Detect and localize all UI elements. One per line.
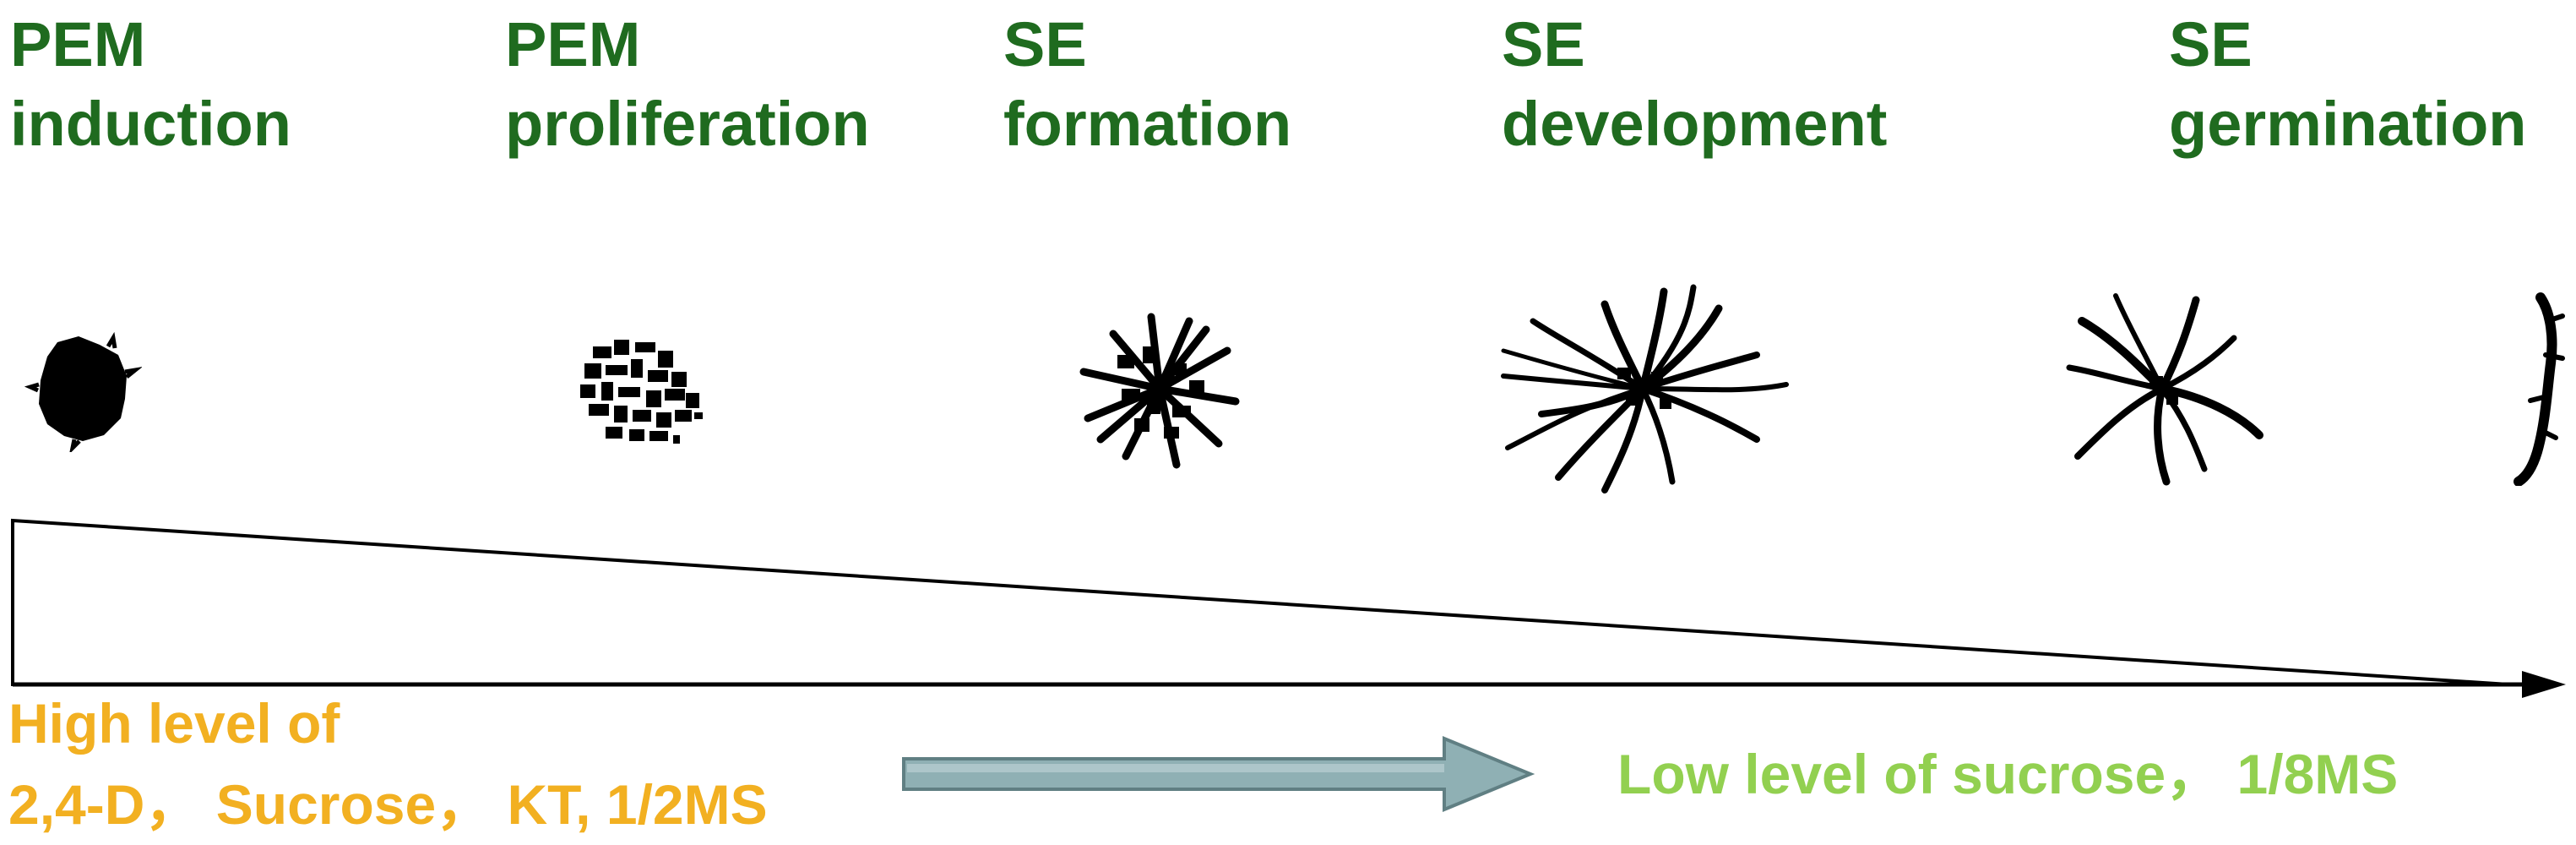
dense-embryogenic-mass-icon [24,331,142,452]
stage-label-line2: induction [10,89,291,159]
stage-label-line1: SE [1003,9,1087,79]
axis-arrowhead-icon [2522,671,2566,698]
low-level-condition: Low level of sucrose， 1/8MS [1617,743,2399,805]
germinating-embryos-icon [2066,293,2264,486]
stage-label-pem-induction: PEM induction [10,5,291,164]
stage-label-line2: germination [2169,89,2527,159]
high-level-condition: High level of 2,4-D， Sucrose， KT, 1/2MS [8,683,768,845]
stage-label-se-germination: SE germination [2169,5,2526,164]
stage-label-line1: SE [1502,9,1585,79]
stage-label-line2: formation [1003,89,1292,159]
elongating-embryos-icon [1501,284,1789,493]
stage-label-pem-proliferation: PEM proliferation [505,5,870,164]
stage-label-line1: PEM [10,9,146,79]
high-condition-line2: 2,4-D， Sucrose， KT, 1/2MS [8,773,768,836]
high-condition-line1: High level of [8,692,340,755]
embryo-cluster-icon [1079,313,1240,469]
loose-cell-cluster-icon [580,340,703,444]
concentration-gradient-wedge [11,518,2566,698]
germinated-plantlet-icon [2514,292,2565,486]
stage-label-se-development: SE development [1502,5,1887,164]
stage-label-line2: proliferation [505,89,870,159]
stage-label-se-formation: SE formation [1003,5,1291,164]
stage-label-line1: SE [2169,9,2253,79]
stage-label-line2: development [1502,89,1888,159]
stage-label-line1: PEM [505,9,641,79]
block-arrow-right-icon [902,736,1535,812]
